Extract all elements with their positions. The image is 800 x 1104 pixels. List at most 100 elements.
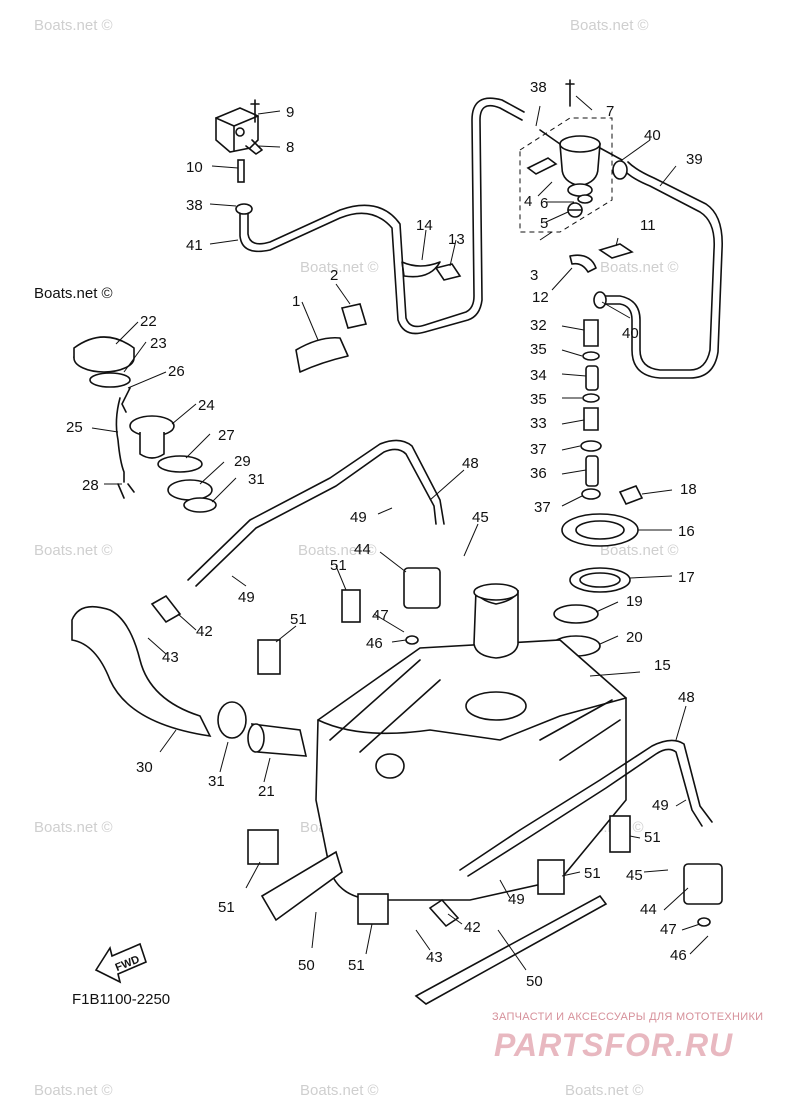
part-label-12: 12	[532, 289, 549, 306]
part-label-49c: 49	[652, 797, 669, 814]
part-label-4: 4	[524, 193, 532, 210]
small-parts-11-14	[295, 243, 634, 373]
part-label-45b: 45	[626, 867, 643, 884]
part-label-34: 34	[530, 367, 547, 384]
pads-51	[247, 589, 631, 925]
part-label-37: 37	[530, 441, 547, 458]
trim-strips-50	[260, 850, 608, 1005]
part-label-39: 39	[686, 151, 703, 168]
part-label-15: 15	[654, 657, 671, 674]
forward-direction-arrow: FWD	[94, 942, 147, 984]
part-label-30: 30	[136, 759, 153, 776]
part-label-51: 51	[330, 557, 347, 574]
watermark: Boats.net ©	[600, 542, 679, 559]
watermark: Boats.net ©	[34, 1082, 113, 1099]
leader-lines	[91, 95, 709, 971]
hose-39	[593, 160, 723, 379]
part-label-16: 16	[678, 523, 695, 540]
part-label-26: 26	[168, 363, 185, 380]
fuel-tank-15	[315, 583, 627, 901]
part-label-33: 33	[530, 415, 547, 432]
part-label-42: 42	[196, 623, 213, 640]
part-label-50: 50	[298, 957, 315, 974]
part-label-36: 36	[530, 465, 547, 482]
part-label-25: 25	[66, 419, 83, 436]
part-label-51c: 51	[218, 899, 235, 916]
part-label-49: 49	[350, 509, 367, 526]
part-label-44b: 44	[640, 901, 657, 918]
part-label-35: 35	[530, 341, 547, 358]
part-label-13: 13	[448, 231, 465, 248]
part-label-50b: 50	[526, 973, 543, 990]
part-label-9: 9	[286, 104, 294, 121]
shop-tagline: ЗАПЧАСТИ И АКСЕССУАРЫ ДЛЯ МОТОТЕХНИКИ	[492, 1011, 763, 1023]
hose-41	[235, 97, 525, 335]
straps-48	[150, 439, 723, 928]
part-label-37b: 37	[534, 499, 551, 516]
fuel-filter-assembly	[519, 79, 623, 233]
part-label-47: 47	[372, 607, 389, 624]
watermark: Boats.net ©	[300, 259, 379, 276]
diagram-code: F1B1100-2250	[72, 991, 170, 1008]
part-label-44: 44	[354, 541, 371, 558]
part-label-47b: 47	[660, 921, 677, 938]
part-label-28: 28	[82, 477, 99, 494]
part-label-24: 24	[198, 397, 215, 414]
watermark: Boats.net ©	[570, 17, 649, 34]
part-label-51e: 51	[584, 865, 601, 882]
part-label-1: 1	[292, 293, 300, 310]
fitting-stack	[580, 319, 644, 506]
fill-hose-30	[71, 605, 308, 757]
filler-cap-assembly	[73, 336, 217, 513]
part-label-40b: 40	[622, 325, 639, 342]
part-label-2: 2	[330, 267, 338, 284]
part-label-32: 32	[530, 317, 547, 334]
part-label-48: 48	[462, 455, 479, 472]
watermark: Boats.net ©	[34, 542, 113, 559]
part-label-38b: 38	[186, 197, 203, 214]
shop-logo: ЗАПЧАСТИ И АКСЕССУАРЫ ДЛЯ МОТОТЕХНИКИ PA…	[492, 1011, 763, 1063]
part-label-29: 29	[234, 453, 251, 470]
part-label-49d: 49	[508, 891, 525, 908]
part-label-46b: 46	[670, 947, 687, 964]
part-label-46: 46	[366, 635, 383, 652]
part-label-11: 11	[640, 217, 656, 234]
part-label-45: 45	[472, 509, 489, 526]
part-label-43b: 43	[426, 949, 443, 966]
bracket-assembly	[215, 99, 263, 183]
part-label-49b: 49	[238, 589, 255, 606]
part-label-17: 17	[678, 569, 695, 586]
part-label-31b: 31	[208, 773, 225, 790]
part-label-6: 6	[540, 195, 548, 212]
watermark: Boats.net ©	[300, 1082, 379, 1099]
part-label-51f: 51	[644, 829, 661, 846]
part-label-43: 43	[162, 649, 179, 666]
part-label-51d: 51	[348, 957, 365, 974]
part-label-3: 3	[530, 267, 538, 284]
part-label-31: 31	[248, 471, 265, 488]
watermark: Boats.net ©	[34, 17, 113, 34]
part-label-14: 14	[416, 217, 433, 234]
shop-name: PARTSFOR.RU	[494, 1027, 733, 1063]
part-labels: 1 2 3 4 5 6 7 8 9 10 11 12 13 14 15 16 1…	[66, 79, 703, 990]
watermark: Boats.net ©	[298, 542, 377, 559]
part-label-21: 21	[258, 783, 275, 800]
part-label-40: 40	[644, 127, 661, 144]
part-label-51b: 51	[290, 611, 307, 628]
part-label-35b: 35	[530, 391, 547, 408]
part-label-19: 19	[626, 593, 643, 610]
watermark-dark: Boats.net ©	[34, 285, 113, 302]
part-label-5: 5	[540, 215, 548, 232]
part-label-27: 27	[218, 427, 235, 444]
watermark: Boats.net ©	[565, 1082, 644, 1099]
part-label-42b: 42	[464, 919, 481, 936]
part-label-8: 8	[286, 139, 294, 156]
watermark: Boats.net ©	[34, 819, 113, 836]
part-label-10: 10	[186, 159, 203, 176]
part-label-7: 7	[606, 103, 614, 120]
part-label-22: 22	[140, 313, 157, 330]
watermark: Boats.net ©	[600, 259, 679, 276]
part-label-23: 23	[150, 335, 167, 352]
part-label-38: 38	[530, 79, 547, 96]
